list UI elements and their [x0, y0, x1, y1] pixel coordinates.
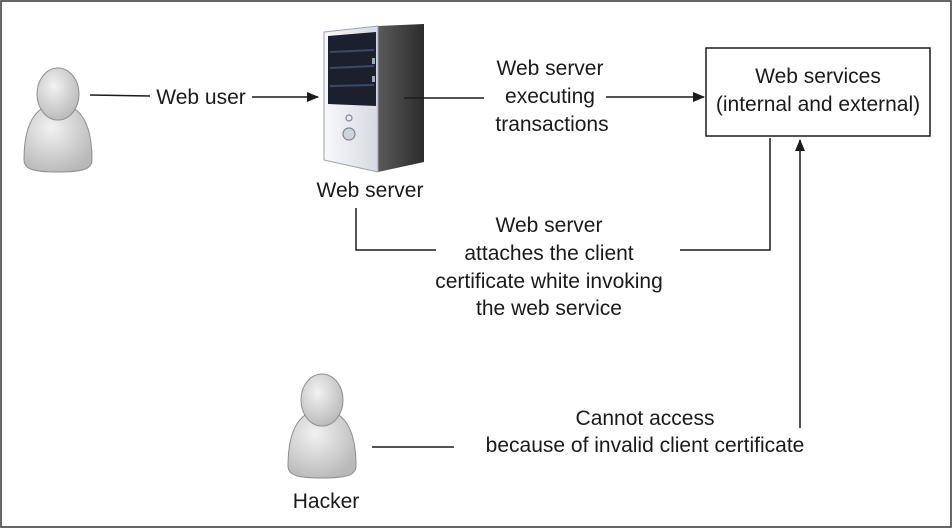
attaches-line2: attaches the client	[464, 242, 633, 265]
cannot-access-line2: because of invalid client certificate	[486, 434, 805, 457]
web-user-person-icon	[23, 67, 93, 173]
web-services-line1: Web services	[755, 65, 881, 88]
certificate-path-left	[355, 208, 436, 251]
executing-line3: transactions	[495, 113, 608, 136]
web-services-box	[705, 47, 931, 137]
attaches-line1: Web server	[496, 214, 603, 237]
executing-line1: Web server	[497, 57, 604, 80]
attaches-line4: the web service	[476, 297, 622, 320]
hacker-person-icon	[287, 373, 357, 479]
cannot-access-line1: Cannot access	[576, 407, 715, 430]
hacker-label: Hacker	[293, 490, 360, 513]
web-user-label: Web user	[156, 86, 246, 109]
attaches-line3: certificate white invoking	[435, 270, 663, 293]
user-connector-line	[89, 94, 151, 97]
web-services-line2: (internal and external)	[716, 93, 920, 116]
web-server-label: Web server	[317, 179, 424, 202]
executing-line2: executing	[505, 85, 595, 108]
server-tower-icon	[323, 24, 424, 173]
certificate-path-right	[680, 138, 771, 251]
